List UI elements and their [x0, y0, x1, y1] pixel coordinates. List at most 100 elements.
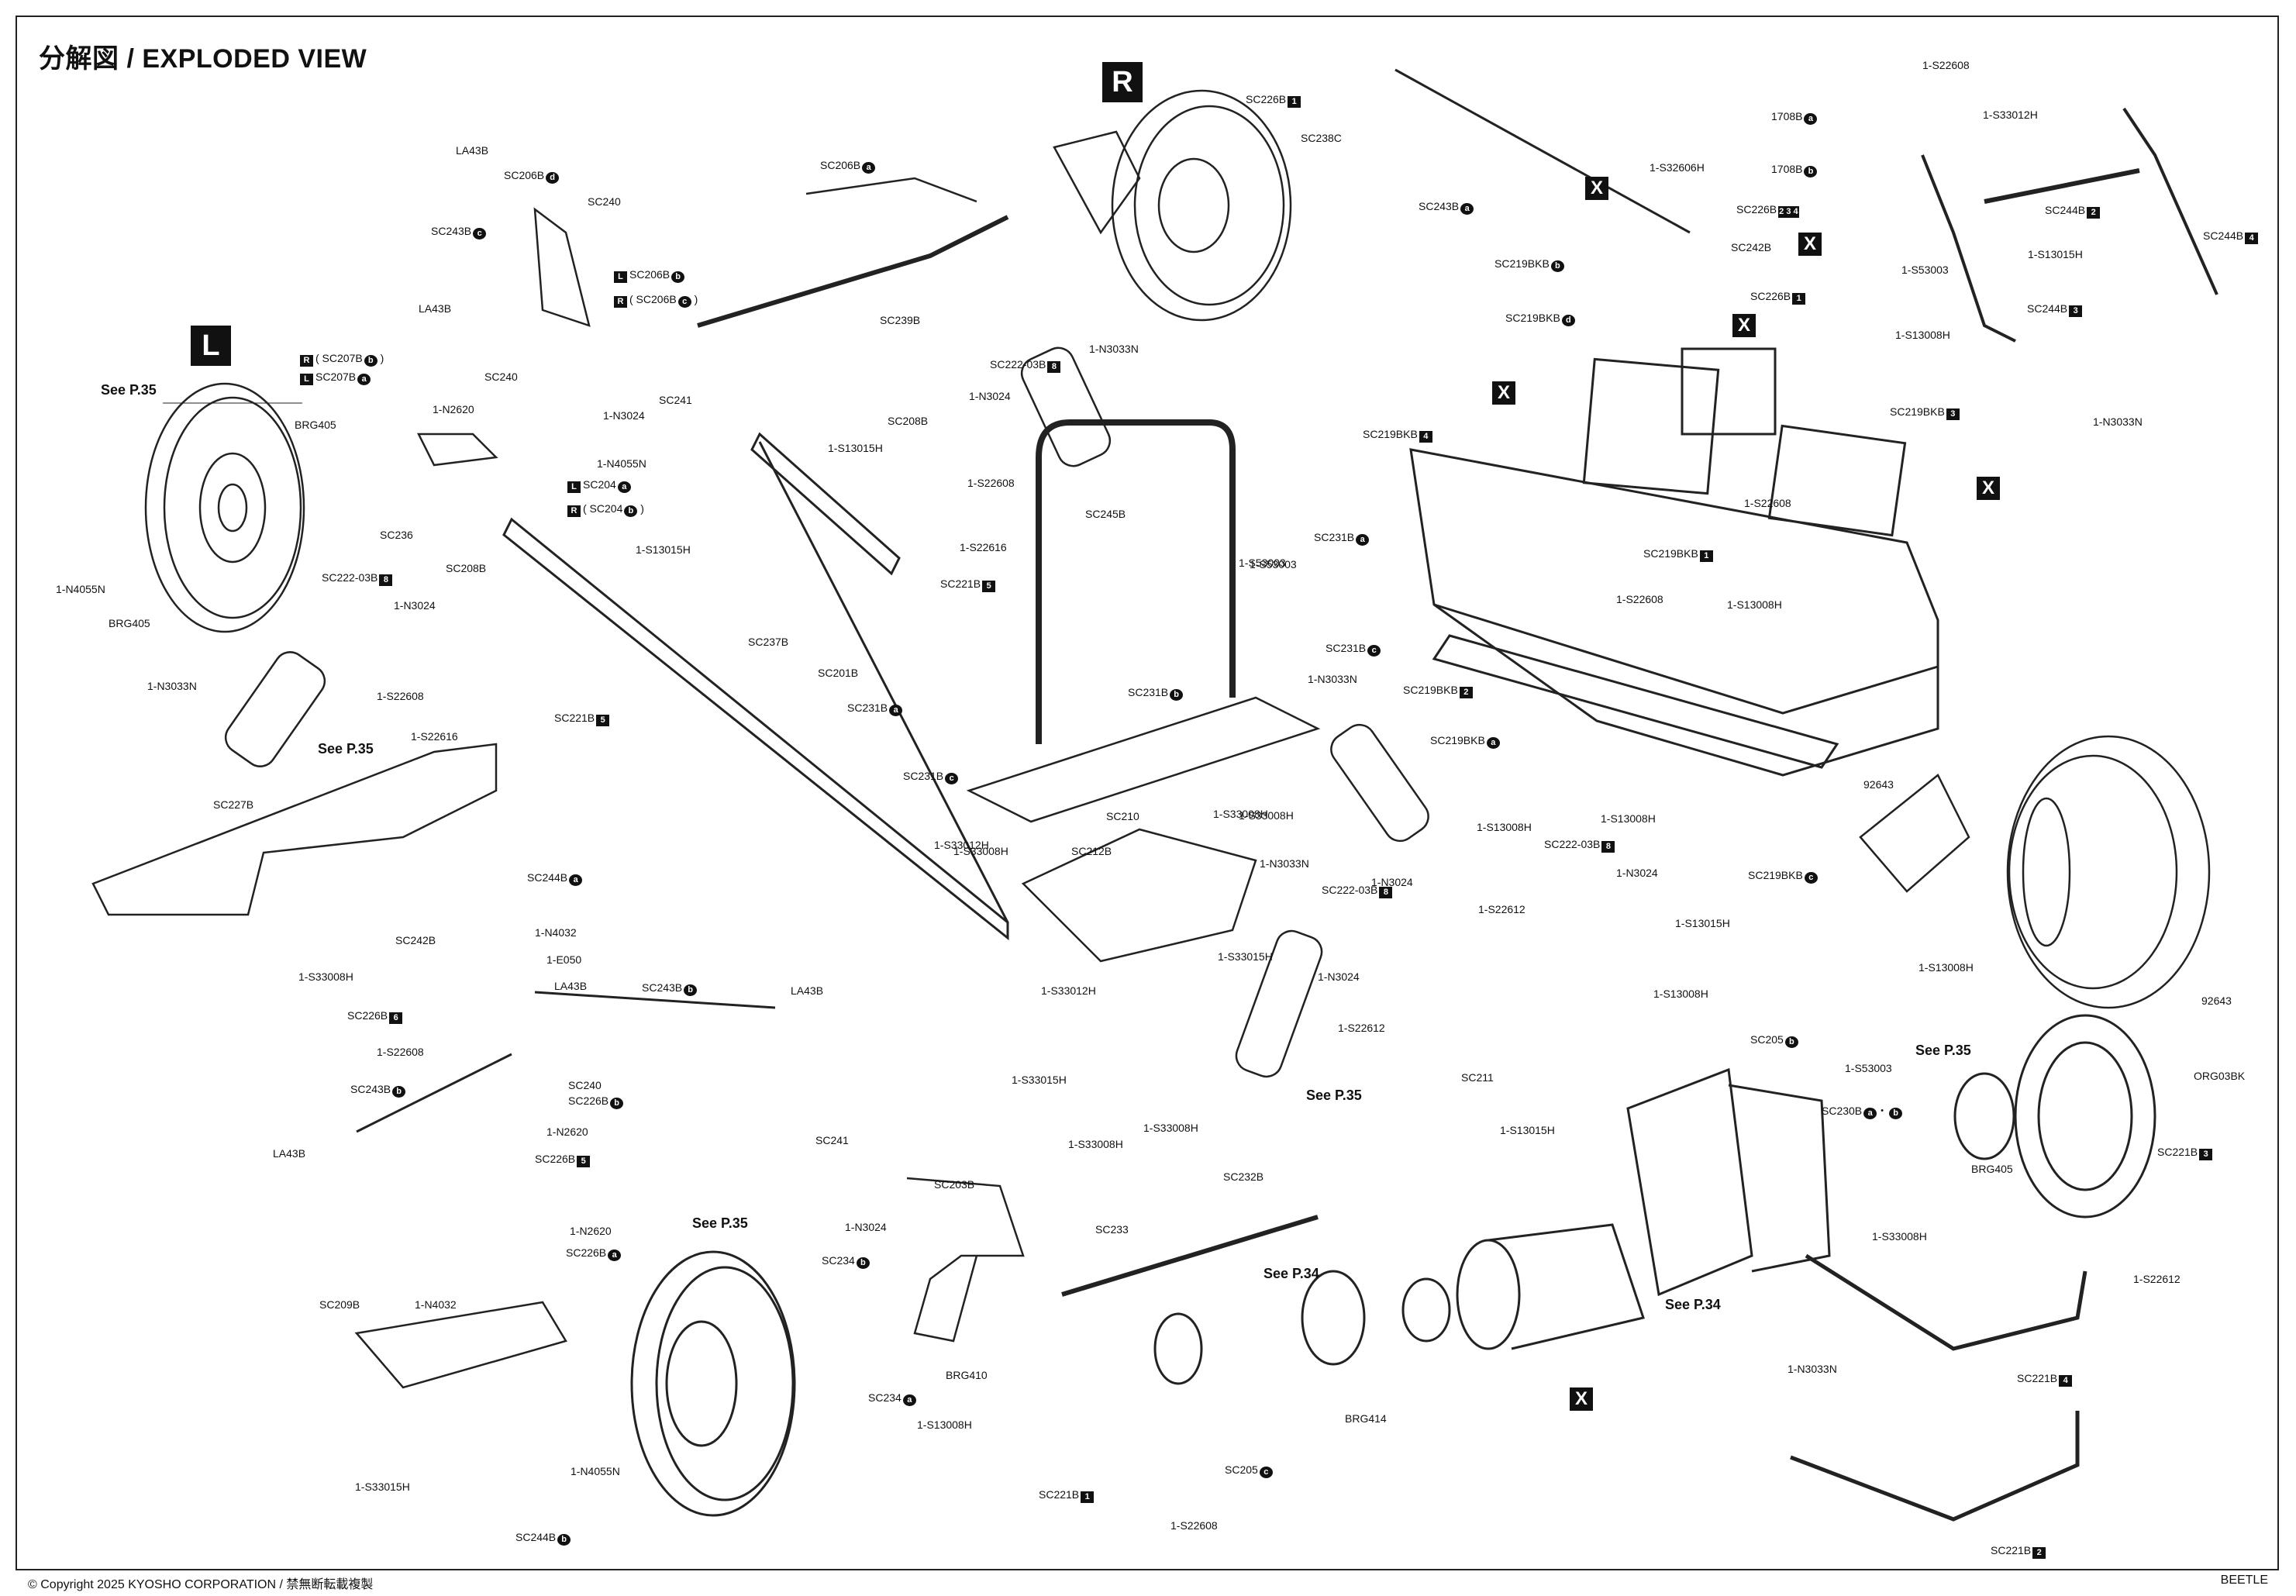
- part-number: 1-N4055N: [56, 583, 105, 595]
- part-number: See P.34: [1263, 1266, 1319, 1281]
- model-name: BEETLE: [2220, 1574, 2268, 1587]
- part-label: BRG405: [295, 419, 336, 432]
- variant-badge: b: [1784, 1036, 1798, 1048]
- part-number: 1-S22608: [1170, 1519, 1218, 1532]
- x-marker: X: [1977, 477, 2000, 500]
- part-number: 1-S22608: [967, 477, 1015, 489]
- part-label: See P.35: [101, 383, 157, 397]
- part-label: 1-S22608: [377, 690, 424, 703]
- part-number: 1-S13008H: [1919, 961, 1974, 974]
- part-number: 1-S13008H: [1601, 812, 1656, 825]
- variant-badge: 5: [596, 715, 610, 726]
- part-number: BRG414: [1345, 1412, 1387, 1425]
- part-number: SC221B: [554, 712, 595, 724]
- variant-badge: b: [671, 271, 685, 283]
- part-label: See P.35: [318, 741, 374, 757]
- part-number: SC244B: [2203, 229, 2244, 242]
- variant-badge: 1: [1081, 1491, 1095, 1503]
- part-number: 1-S22616: [411, 730, 458, 743]
- part-label: 1-S13015H: [2028, 248, 2083, 261]
- part-label: SC241: [815, 1134, 849, 1147]
- part-number: 1-N4055N: [571, 1465, 620, 1477]
- variant-badge: a: [617, 481, 631, 493]
- part-label: 1-N2620: [433, 403, 474, 416]
- rear-left-wheel-drawing: [630, 1250, 796, 1517]
- part-number: See P.35: [1915, 1043, 1971, 1058]
- part-label: 1-N4032: [535, 926, 577, 939]
- part-label: See P.35: [1306, 1088, 1362, 1102]
- part-number: 1-S13015H: [1500, 1124, 1555, 1136]
- part-number: 1708B: [1771, 110, 1803, 122]
- part-label: 1-S22608: [1616, 593, 1663, 606]
- part-number: SC206B: [820, 159, 861, 171]
- part-label: 1-S53003: [1250, 558, 1297, 571]
- part-number: 1708B: [1771, 163, 1803, 175]
- variant-badge: 4: [2059, 1375, 2073, 1387]
- part-number: 1-S22608: [1616, 593, 1663, 605]
- label-suffix: ): [377, 352, 384, 364]
- part-number: See P.34: [1665, 1297, 1721, 1312]
- part-number: 1-S22608: [377, 1046, 424, 1058]
- side-badge: L: [300, 374, 313, 385]
- part-label: LA43B: [554, 980, 587, 993]
- part-number: 1-S32606H: [1650, 161, 1705, 174]
- part-label: SC203B: [934, 1178, 974, 1191]
- variant-badge: 1: [1288, 96, 1301, 108]
- part-number: SC208B: [888, 415, 929, 427]
- part-number: SC226B: [347, 1009, 388, 1022]
- x-marker: X: [1732, 314, 1756, 337]
- part-number: 1-S22612: [1338, 1022, 1385, 1034]
- variant-badge: 5: [577, 1156, 591, 1167]
- variant-badge: c: [473, 228, 487, 240]
- part-label: 1-S13008H: [1653, 988, 1708, 1001]
- part-number: 1-S33008H: [1068, 1138, 1123, 1150]
- part-number: 1-S33008H: [298, 970, 353, 983]
- part-label: SC209B: [319, 1298, 360, 1312]
- part-number: SC243B: [350, 1083, 391, 1095]
- variant-badge: a: [1863, 1108, 1877, 1119]
- part-number: SC205: [1750, 1033, 1784, 1046]
- part-number: 1-N3024: [603, 409, 645, 422]
- part-label: SC240: [484, 371, 518, 384]
- part-label: 1-S33008H: [1143, 1122, 1198, 1135]
- variant-badge: b: [684, 984, 698, 996]
- part-number: 1-N3024: [845, 1221, 887, 1233]
- part-label: 1-S33008H: [1068, 1138, 1123, 1151]
- variant-badge: b: [1550, 260, 1564, 272]
- part-label: 1-N4055N: [597, 457, 646, 471]
- part-label: 1-S22612: [2133, 1273, 2181, 1286]
- part-number: SC205: [1225, 1463, 1258, 1476]
- variant-badge: b: [610, 1098, 624, 1109]
- part-number: 92643: [1863, 778, 1894, 791]
- variant-badge: b: [1170, 689, 1184, 701]
- side-badge: L: [614, 271, 627, 283]
- part-label: SC212B: [1071, 845, 1112, 858]
- part-number: SC242B: [395, 934, 436, 946]
- part-number: SC237B: [748, 636, 789, 648]
- part-number: See P.35: [318, 741, 374, 757]
- part-number: 1-N3024: [1318, 970, 1360, 983]
- part-number: 1-N3024: [394, 599, 436, 612]
- part-label: 1-N4032: [415, 1298, 457, 1312]
- part-number: 1-N2620: [546, 1125, 588, 1138]
- part-number: SC206B: [504, 169, 545, 181]
- variant-badge: 8: [1379, 887, 1393, 898]
- part-number: SC219BKB: [1363, 428, 1418, 440]
- part-number: SC238C: [1301, 132, 1342, 144]
- variant-badge: c: [1259, 1467, 1273, 1478]
- variant-badge: 8: [1047, 361, 1061, 373]
- variant-badge: a: [569, 874, 583, 886]
